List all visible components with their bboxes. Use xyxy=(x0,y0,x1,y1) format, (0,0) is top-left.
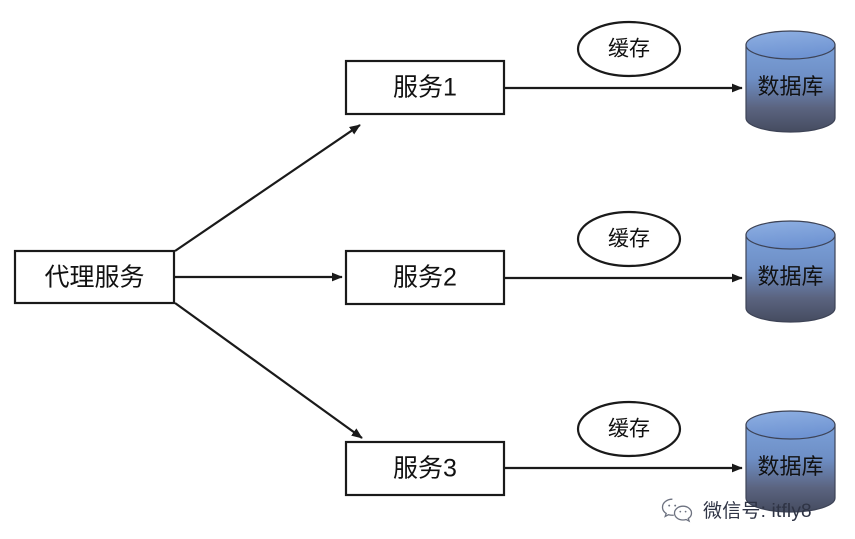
database-2-cylinder-body[interactable] xyxy=(745,234,836,323)
cache-3-ellipse[interactable] xyxy=(576,400,682,458)
cache-1-ellipse[interactable] xyxy=(576,20,682,78)
edge-proxy-to-service3 xyxy=(174,302,363,439)
node-cache-3[interactable]: 缓存 xyxy=(576,400,682,458)
node-proxy-service[interactable]: 代理服务 xyxy=(13,249,176,305)
database-3-cylinder-top xyxy=(745,410,836,440)
database-1-cylinder-top xyxy=(745,30,836,60)
service-3-label: 服务3 xyxy=(393,455,457,483)
database-2-cylinder-top xyxy=(745,220,836,250)
edges-group xyxy=(174,83,743,473)
proxy-service-label: 代理服务 xyxy=(44,264,144,292)
proxy-service-box[interactable] xyxy=(13,249,176,305)
service-2-label: 服务2 xyxy=(393,264,457,292)
cache-1-label: 缓存 xyxy=(608,38,650,61)
node-service-3[interactable]: 服务3 xyxy=(344,440,506,497)
node-service-1[interactable]: 服务1 xyxy=(344,59,506,116)
cache-2-label: 缓存 xyxy=(608,228,650,251)
service-3-box[interactable] xyxy=(344,440,506,497)
edge-proxy-to-service1 xyxy=(174,124,361,252)
database-2-label: 数据库 xyxy=(757,264,823,289)
node-cache-2[interactable]: 缓存 xyxy=(576,210,682,268)
database-3-label: 数据库 xyxy=(757,454,823,479)
database-1-cylinder-body[interactable] xyxy=(745,44,836,133)
service-2-box[interactable] xyxy=(344,249,506,306)
service-1-label: 服务1 xyxy=(393,74,457,102)
node-database-1[interactable]: 数据库 xyxy=(745,30,836,133)
cache-3-label: 缓存 xyxy=(608,418,650,441)
cache-2-ellipse[interactable] xyxy=(576,210,682,268)
node-database-2[interactable]: 数据库 xyxy=(745,220,836,323)
database-3-cylinder-body[interactable] xyxy=(745,424,836,513)
node-database-3[interactable]: 数据库 xyxy=(745,410,836,513)
service-1-box[interactable] xyxy=(344,59,506,116)
node-cache-1[interactable]: 缓存 xyxy=(576,20,682,78)
database-1-label: 数据库 xyxy=(757,74,823,99)
node-service-2[interactable]: 服务2 xyxy=(344,249,506,306)
